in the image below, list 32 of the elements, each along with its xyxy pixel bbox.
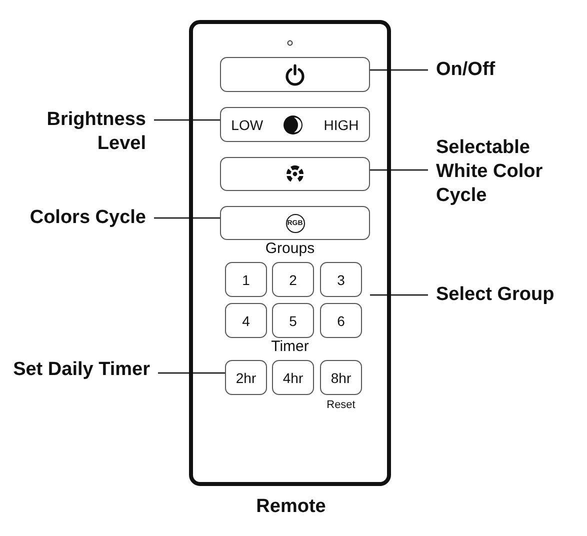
caption: Remote [255,496,327,518]
callout-label: Brightness Level [46,108,146,156]
keypad-button: 1 [225,262,267,297]
leader-line [154,119,220,121]
callout-label: Set Daily Timer [12,358,150,382]
keypad-button: 4 [225,303,267,338]
button-caption: Reset [326,399,356,411]
keypad-button: 4hr [272,360,314,395]
brightness-button [220,107,370,142]
callout-label: Select Group [436,283,556,307]
keypad-button: 3 [320,262,362,297]
leader-line [154,217,220,219]
power-button [220,57,370,92]
button-label: HIGH [324,116,359,132]
section-label: Timer [270,338,310,355]
keypad-button: 6 [320,303,362,338]
leader-line [370,169,428,171]
callout-label: Colors Cycle [28,206,146,230]
keypad-button: 8hr [320,360,362,395]
keypad-button: 5 [272,303,314,338]
section-label: Groups [264,240,316,257]
color-cycle-button [220,157,370,191]
remote-body [189,20,391,486]
leader-line [158,372,225,374]
leader-line [370,69,428,71]
callout-label: Selectable White Color Cycle [436,136,544,208]
leader-line [370,294,428,296]
button-label: LOW [231,116,264,132]
callout-label: On/Off [436,58,496,82]
keypad-button: 2hr [225,360,267,395]
rgb-button [220,206,370,240]
keypad-button: 2 [272,262,314,297]
